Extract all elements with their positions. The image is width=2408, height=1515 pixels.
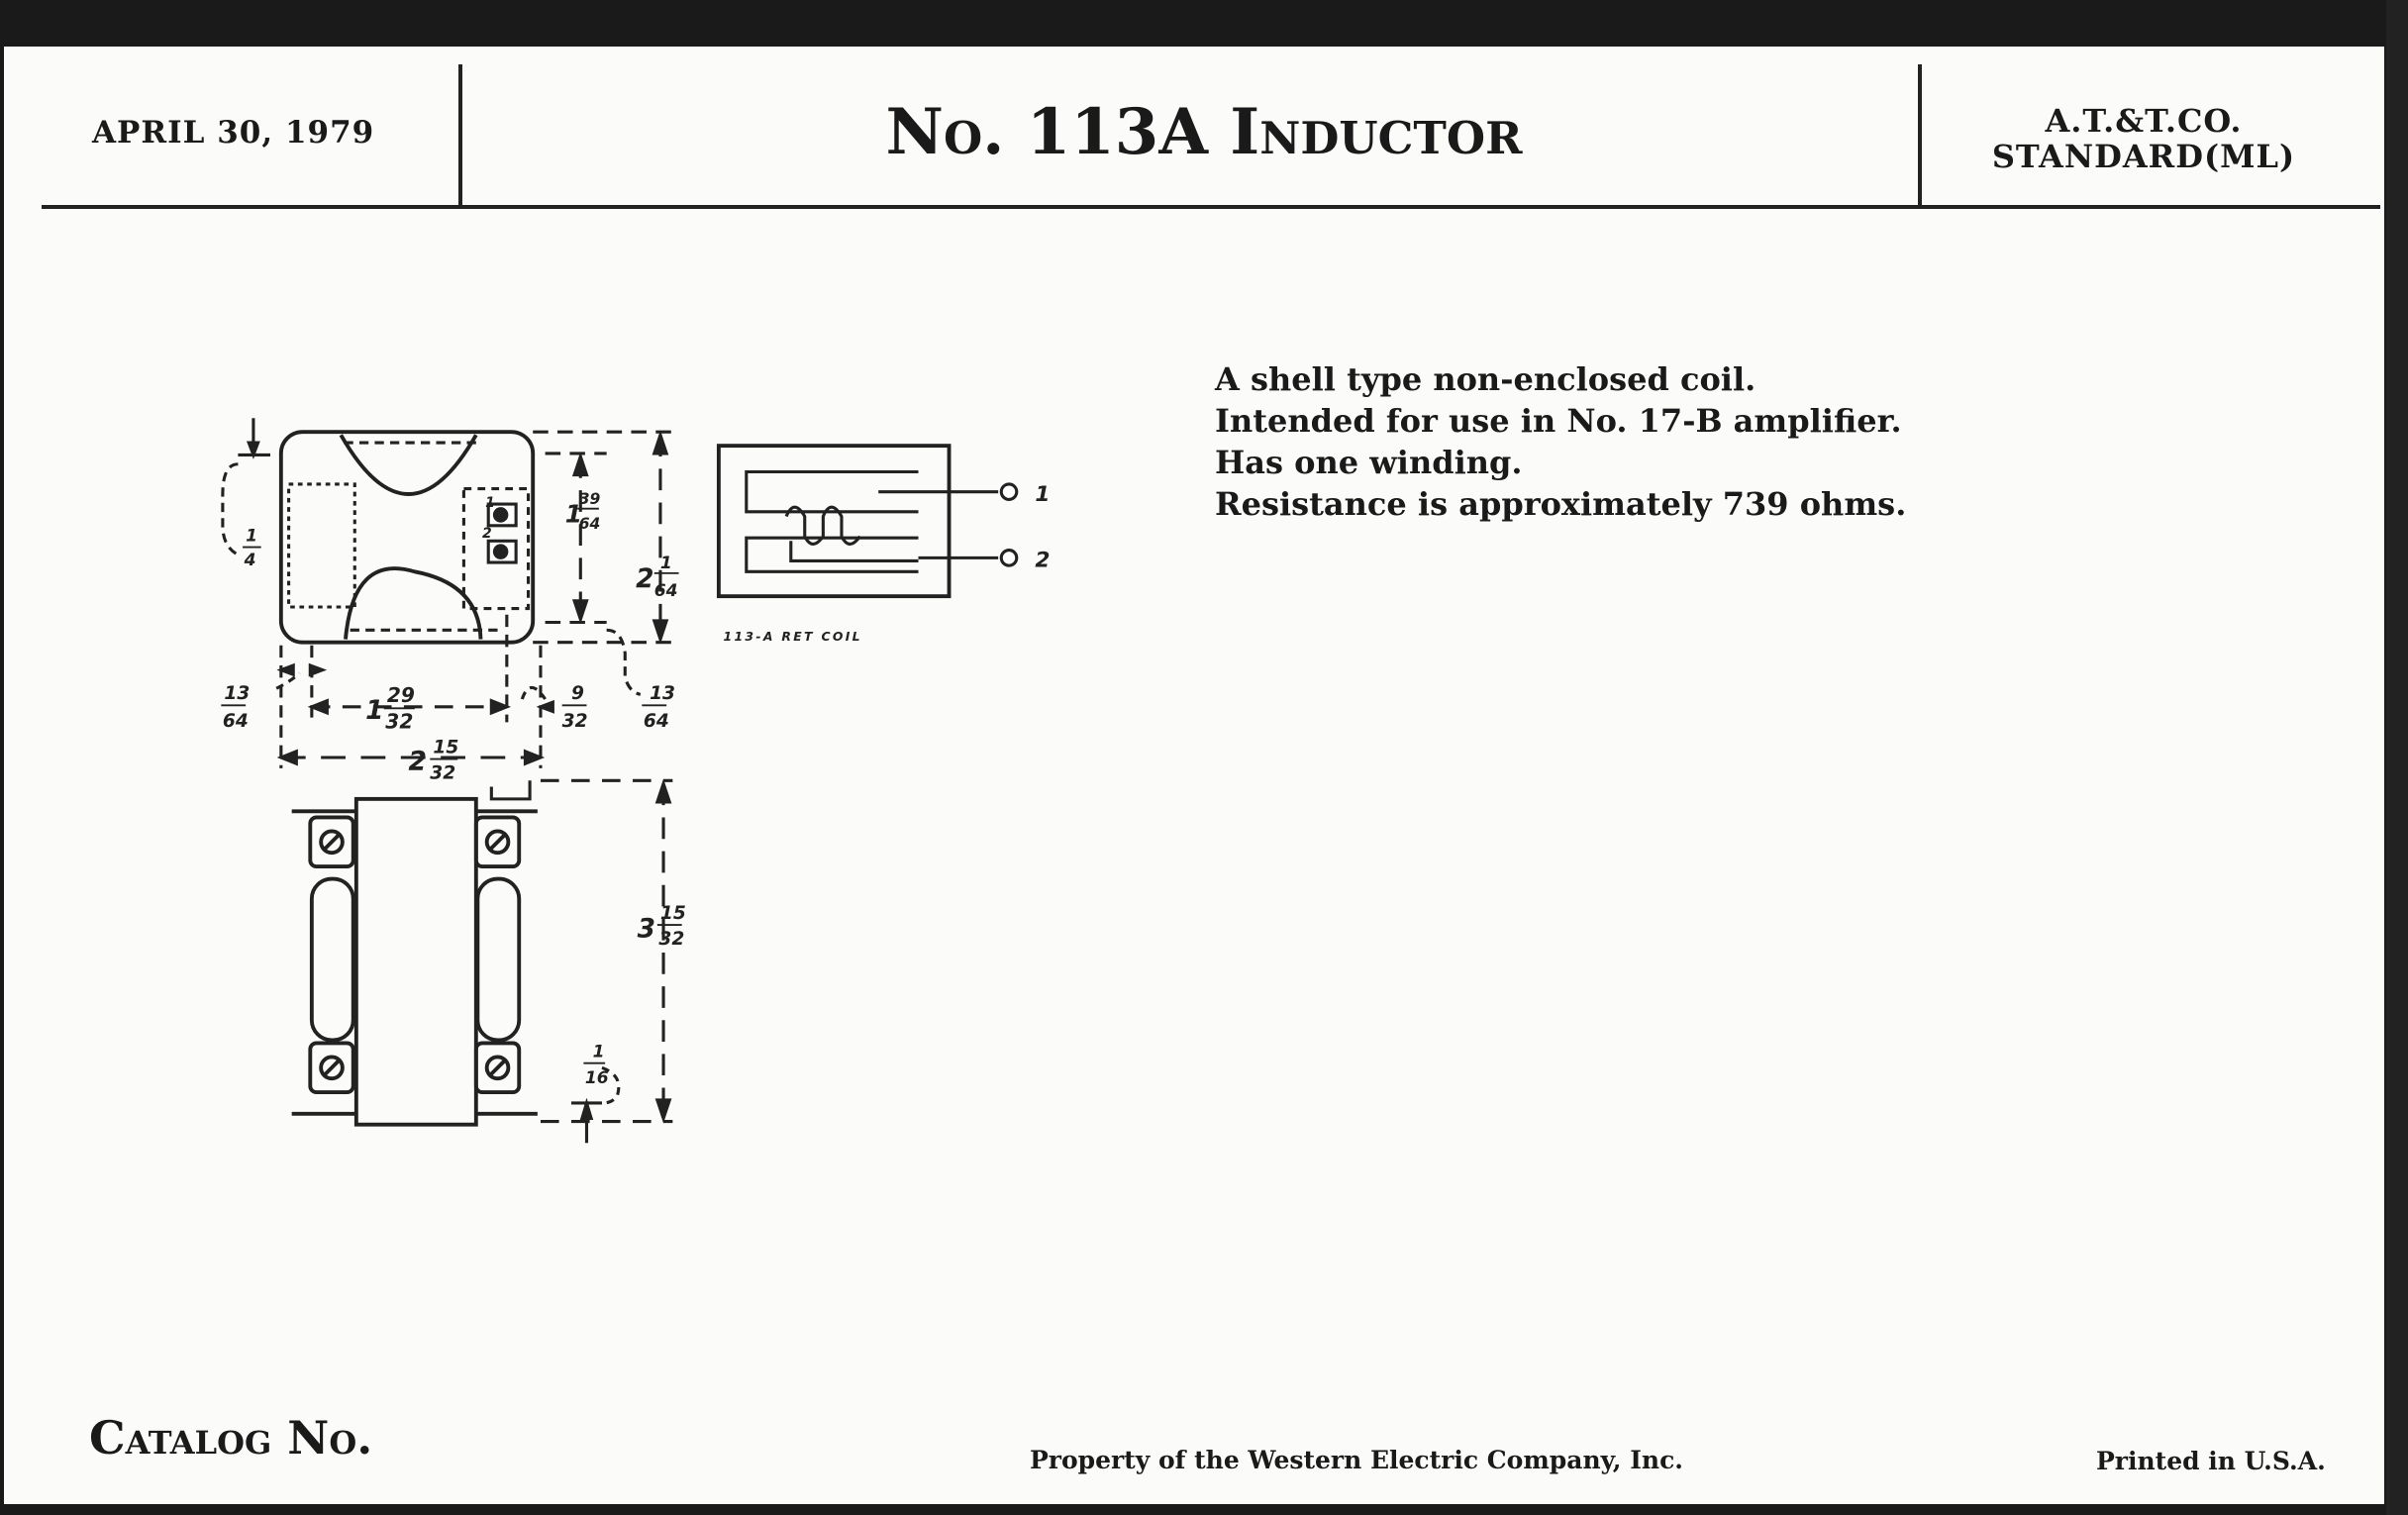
screw-icon bbox=[319, 829, 345, 856]
screw-icon bbox=[319, 1055, 345, 1081]
dim-whole: 2 bbox=[409, 747, 427, 776]
top-view: 2 1 bbox=[221, 418, 676, 768]
description-line: Resistance is approximately 739 ohms. bbox=[1215, 485, 1907, 523]
terminal-lug bbox=[486, 539, 518, 564]
property-notice: Property of the Western Electric Company… bbox=[1029, 1446, 1683, 1474]
side-view bbox=[291, 780, 538, 1127]
dim-denominator: 32 bbox=[430, 763, 455, 784]
scan-edge bbox=[2386, 0, 2408, 1515]
coil-schematic: 1 2 113-A RET COIL bbox=[716, 444, 1050, 644]
dim-numerator: 39 bbox=[579, 490, 601, 508]
dim-numerator: 13 bbox=[650, 683, 675, 704]
dim-numerator: 15 bbox=[433, 737, 458, 758]
terminal-label-2: 2 bbox=[482, 526, 492, 542]
dim-numerator: 15 bbox=[660, 903, 686, 924]
dim-9-32: 932 bbox=[562, 683, 588, 732]
description-line: A shell type non-enclosed coil. bbox=[1215, 360, 1756, 398]
dim-numerator: 1 bbox=[246, 526, 257, 546]
dim-1-39-64: 139 64 bbox=[565, 490, 601, 533]
description-line: Has one winding. bbox=[1215, 444, 1523, 481]
coil-terminal-label-1: 1 bbox=[1035, 482, 1050, 507]
schematic-caption: 113-A RET COIL bbox=[724, 629, 862, 644]
dim-denominator: 64 bbox=[654, 581, 678, 601]
dim-denominator: 32 bbox=[658, 929, 684, 950]
dim-numerator: 13 bbox=[224, 683, 250, 704]
terminal-label-1: 1 bbox=[485, 495, 495, 511]
dim-1-4: 14 bbox=[244, 526, 257, 570]
standard-line-1: A.T.&T.CO. bbox=[2045, 102, 2243, 140]
dim-whole: 1 bbox=[565, 500, 582, 529]
standard-label: A.T.&T.CO. STANDARD(ML) bbox=[1926, 103, 2361, 174]
screw-icon bbox=[484, 1055, 511, 1081]
issue-date: APRIL 30, 1979 bbox=[92, 115, 375, 151]
dim-1-29-32: 129 32 bbox=[365, 683, 415, 733]
fraction-bars bbox=[221, 507, 682, 1064]
dim-denominator: 4 bbox=[244, 551, 256, 570]
dim-denominator: 64 bbox=[644, 711, 669, 732]
header-divider bbox=[42, 205, 2380, 209]
dim-3-15-32: 315 32 bbox=[638, 903, 686, 950]
screw-icon bbox=[484, 829, 511, 856]
dim-denominator: 64 bbox=[223, 711, 249, 732]
dim-whole: 2 bbox=[636, 564, 653, 594]
dim-numerator: 1 bbox=[660, 554, 672, 573]
dim-numerator: 29 bbox=[387, 683, 415, 707]
description-line: Intended for use in No. 17-B amplifier. bbox=[1215, 402, 1902, 440]
dim-2-1-64: 21 64 bbox=[636, 554, 677, 601]
dim-denominator: 32 bbox=[562, 711, 588, 732]
dim-numerator: 1 bbox=[593, 1042, 605, 1061]
page-title-text: No. 113A Inductor bbox=[885, 95, 1523, 169]
dim-denominator: 16 bbox=[585, 1068, 609, 1088]
dim-1-16: 116 bbox=[585, 1042, 609, 1087]
description: A shell type non-enclosed coil. Intended… bbox=[1215, 358, 1906, 525]
header-separator-right bbox=[1918, 64, 1922, 207]
dim-denominator: 64 bbox=[579, 515, 601, 533]
page-title: No. 113A Inductor bbox=[0, 95, 2408, 169]
standard-line-2: STANDARD(ML) bbox=[1991, 138, 2296, 175]
catalog-number-label: Catalog No. bbox=[89, 1411, 373, 1464]
coil-terminal-label-2: 2 bbox=[1035, 549, 1050, 573]
dim-2-15-32: 2 15 32 bbox=[409, 737, 459, 783]
dim-whole: 3 bbox=[638, 914, 655, 944]
catalog-sheet bbox=[4, 47, 2384, 1504]
dim-denominator: 32 bbox=[385, 710, 413, 734]
dim-whole: 1 bbox=[365, 696, 383, 726]
dim-numerator: 9 bbox=[571, 683, 584, 704]
terminal-lug bbox=[486, 502, 518, 528]
printed-in-notice: Printed in U.S.A. bbox=[2096, 1447, 2326, 1475]
side-view-dimensions bbox=[540, 778, 673, 1144]
header-separator-left bbox=[458, 64, 462, 207]
